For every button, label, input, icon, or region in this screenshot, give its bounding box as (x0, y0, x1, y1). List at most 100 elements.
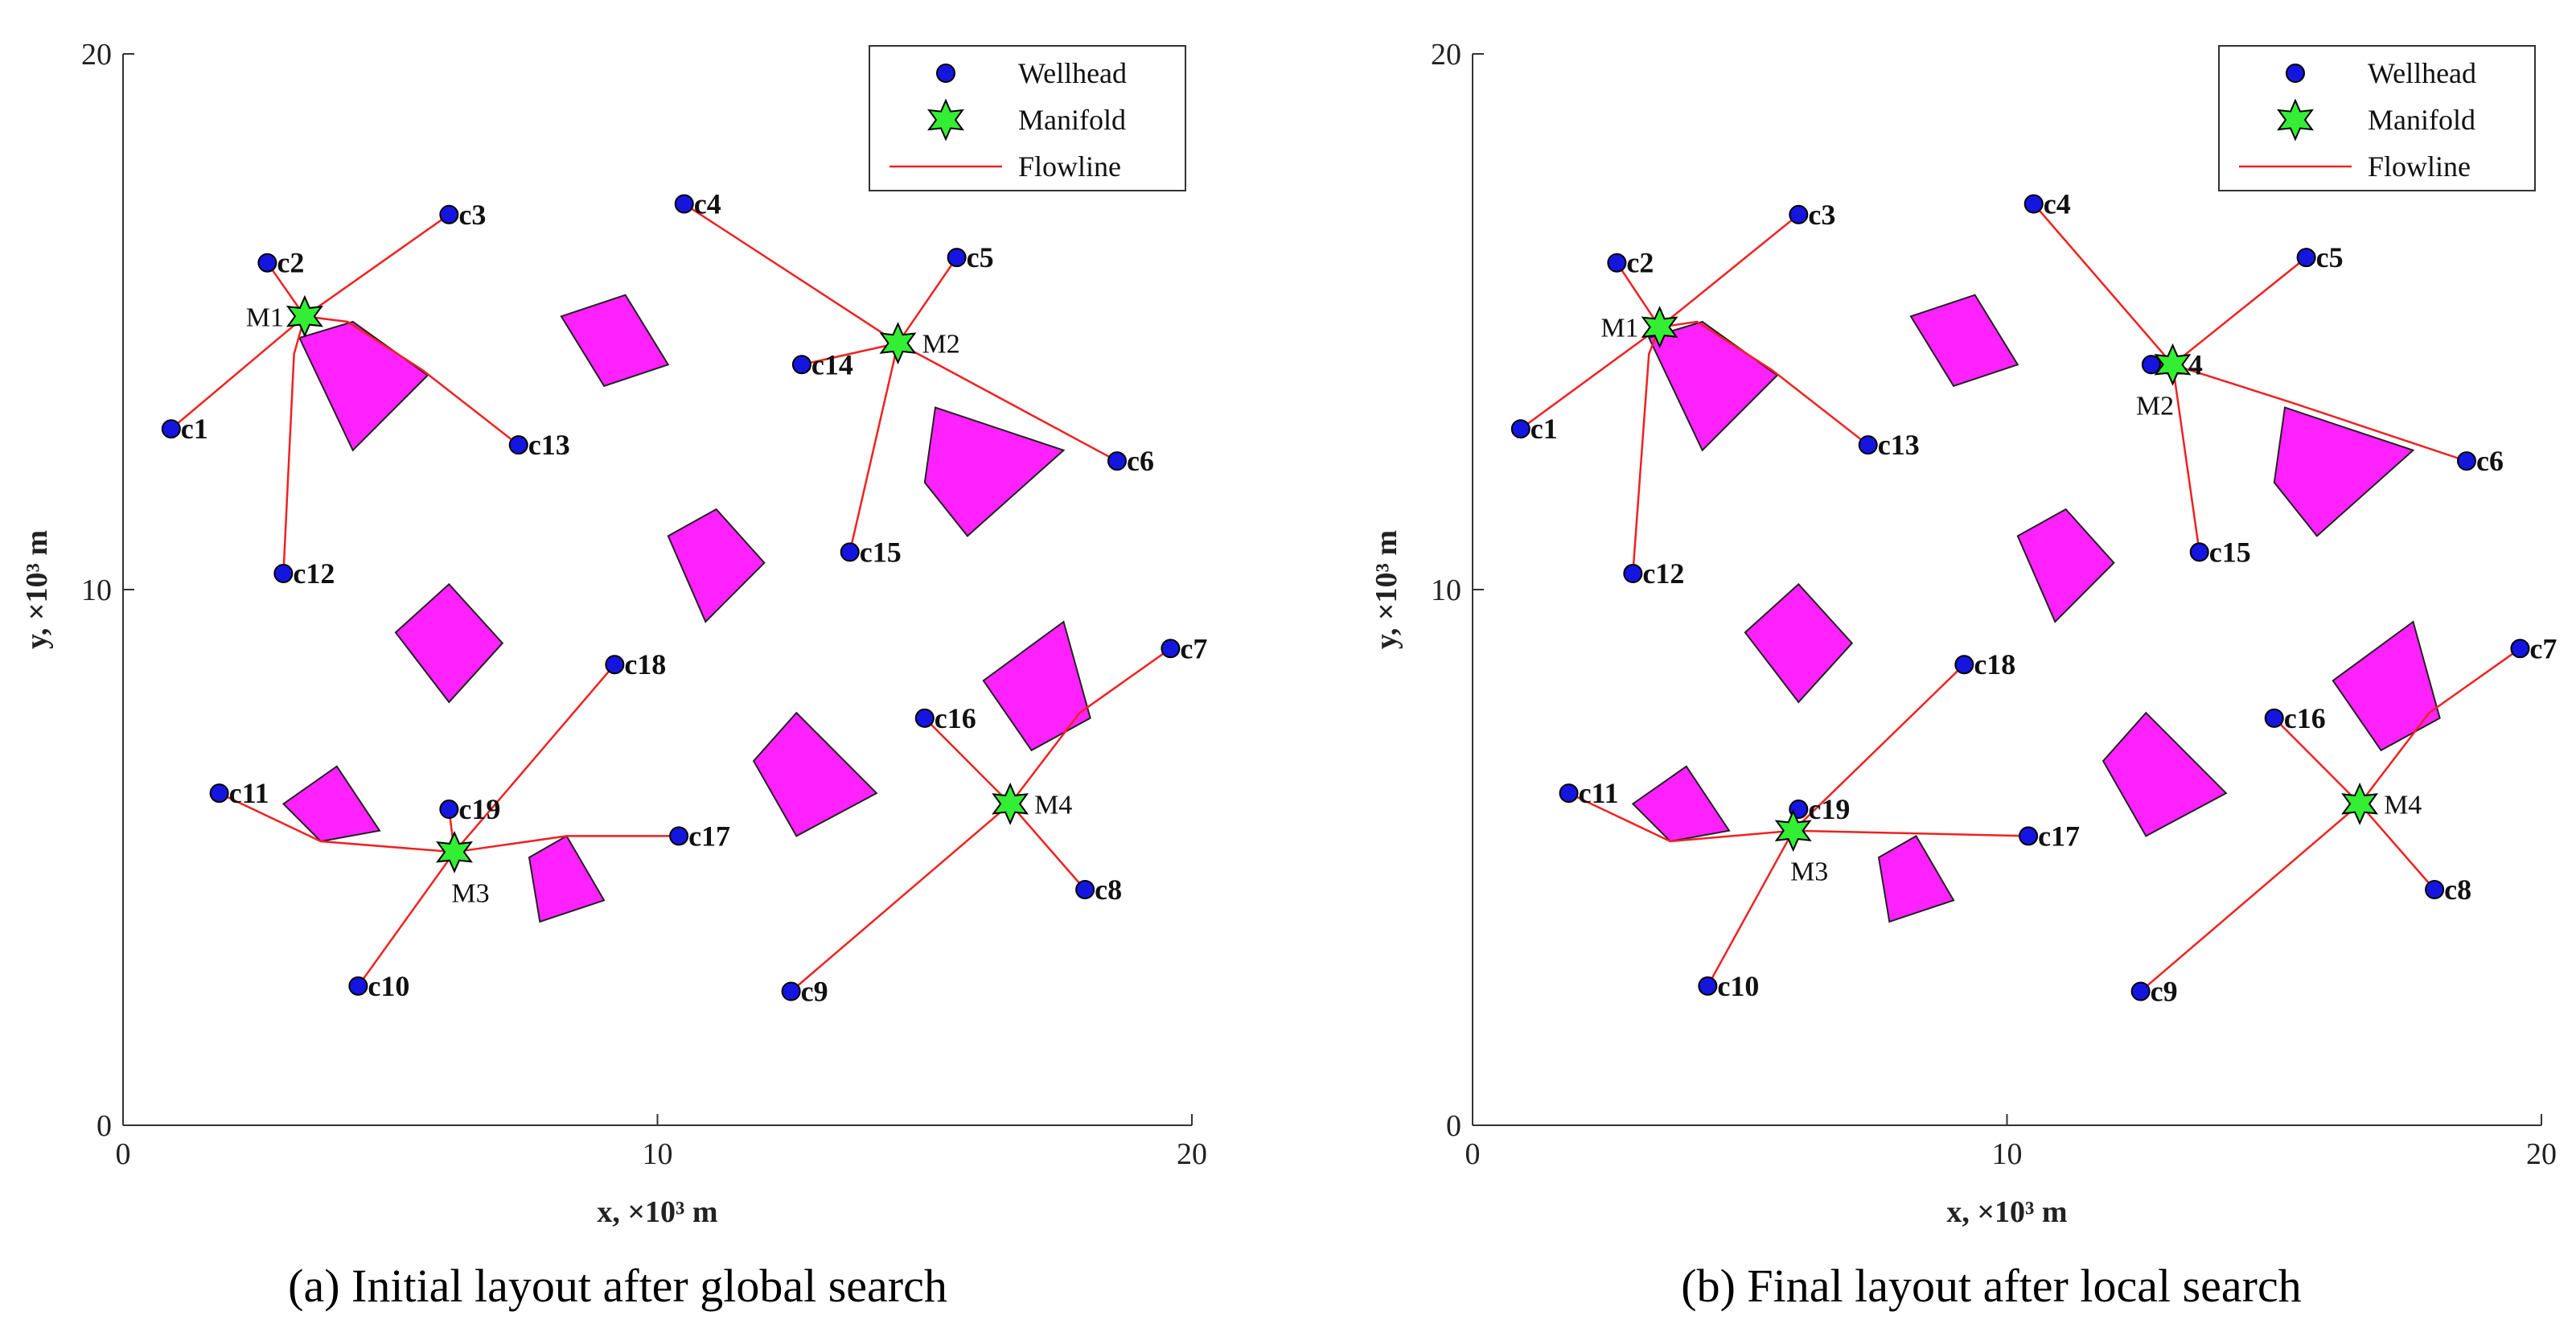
wellhead-c1 (161, 419, 181, 439)
wellhead-label-c8: c8 (2444, 874, 2471, 906)
y-tick-label: 0 (1446, 1109, 1461, 1143)
flowline-10 (897, 342, 1118, 462)
obstacle-8 (281, 765, 381, 843)
wellhead-c9 (781, 981, 801, 1001)
obstacle-3 (923, 406, 1066, 537)
flowline-19 (790, 803, 1011, 993)
wellhead-c15 (840, 542, 860, 562)
manifold-M2 (879, 322, 917, 365)
legend-entry-wellhead: Wellhead (2368, 57, 2476, 89)
legend-wellhead-symbol (936, 64, 955, 83)
wellhead-label-c3: c3 (1808, 199, 1835, 231)
wellhead-c4 (2023, 194, 2044, 214)
wellhead-c16 (914, 708, 935, 728)
x-axis-label: x, ×10³ m (597, 1195, 717, 1229)
wellhead-label-c1: c1 (181, 413, 208, 445)
wellhead-label-c9: c9 (2151, 976, 2178, 1008)
wellhead-label-c15: c15 (2209, 536, 2251, 568)
obstacle-4 (2016, 508, 2115, 623)
flowline-9 (848, 343, 899, 553)
flowline-8 (801, 342, 898, 366)
manifold-label-M3: M3 (1790, 857, 1828, 887)
obstacle-1 (298, 320, 429, 452)
manifold-label-M3: M3 (451, 878, 489, 908)
manifold-M4 (992, 782, 1029, 825)
obstacle-8 (1631, 765, 1731, 843)
wellhead-c1 (1510, 419, 1530, 439)
x-tick-label: 0 (1465, 1137, 1481, 1171)
wellhead-c18 (605, 655, 625, 675)
manifold-label-M1: M1 (1600, 314, 1638, 343)
wellhead-c2 (1607, 253, 1627, 273)
wellhead-c14 (791, 355, 811, 375)
wellhead-c10 (1698, 976, 1718, 996)
flowline-11 (1568, 791, 1793, 843)
wellhead-label-c14: c14 (811, 348, 853, 380)
manifold-M3 (1774, 809, 1812, 853)
flowline-17 (923, 717, 1011, 805)
flowline-12 (1707, 830, 1794, 987)
wellhead-label-c5: c5 (2316, 241, 2344, 273)
legend-entry-wellhead: Wellhead (1018, 57, 1127, 89)
obstacle-6 (982, 620, 1091, 752)
flowline-5 (1659, 320, 1869, 446)
wellhead-label-c11: c11 (1579, 777, 1619, 809)
obstacle-9 (528, 835, 606, 923)
wellhead-label-c13: c13 (1878, 429, 1920, 461)
x-tick-label: 0 (116, 1137, 131, 1171)
wellhead-label-c2: c2 (1626, 247, 1654, 279)
wellhead-label-c6: c6 (2476, 445, 2504, 477)
x-tick-label: 20 (1177, 1137, 1207, 1171)
wellhead-c5 (947, 248, 967, 268)
wellhead-c15 (2189, 542, 2209, 562)
flowline-3 (304, 213, 450, 318)
flowline-17 (2273, 717, 2360, 805)
flowline-15 (454, 835, 680, 853)
y-tick-label: 20 (81, 38, 112, 72)
y-axis-label: y, ×10³ m (1370, 530, 1403, 649)
flowline-2 (1616, 262, 1661, 328)
wellhead-c16 (2264, 708, 2284, 728)
flowline-14 (454, 664, 616, 853)
flowline-18 (2359, 803, 2436, 890)
wellhead-label-c18: c18 (1974, 648, 2015, 680)
flowline-16 (1009, 648, 1172, 805)
flowline-14 (1792, 664, 1966, 832)
obstacle-5 (1744, 582, 1854, 704)
flowline-19 (2139, 803, 2360, 993)
legend-manifold-symbol (927, 98, 964, 142)
wellhead-label-c13: c13 (528, 429, 570, 461)
wellhead-label-c11: c11 (229, 777, 269, 809)
flowline-7 (2171, 257, 2307, 366)
flowline-11 (219, 791, 455, 853)
legend-entry-flowline: Flowline (1018, 150, 1121, 183)
flowline-12 (357, 851, 456, 987)
flowline-15 (1793, 829, 2029, 837)
legend-entry-flowline: Flowline (2368, 150, 2471, 183)
wellhead-label-c7: c7 (1180, 632, 1207, 664)
flowline-3 (1658, 213, 1800, 328)
wellhead-label-c10: c10 (1717, 970, 1759, 1002)
wellhead-c6 (1107, 451, 1127, 471)
wellhead-label-c18: c18 (624, 648, 666, 680)
wellhead-c13 (508, 435, 528, 455)
wellhead-c14 (2141, 355, 2161, 375)
y-tick-label: 20 (1431, 38, 1461, 72)
manifold-label-M4: M4 (2384, 790, 2422, 820)
obstacle-2 (1909, 294, 2019, 388)
manifold-M3 (436, 830, 473, 874)
wellhead-c12 (273, 564, 294, 584)
wellhead-c7 (1161, 639, 1181, 659)
wellhead-c9 (2130, 981, 2151, 1001)
legend-manifold-symbol (2277, 98, 2314, 142)
wellhead-c11 (1559, 783, 1579, 804)
wellhead-label-c16: c16 (2284, 702, 2326, 734)
manifold-M1 (286, 294, 323, 338)
manifold-label-M2: M2 (2136, 391, 2174, 421)
wellhead-label-c19: c19 (1808, 793, 1850, 825)
